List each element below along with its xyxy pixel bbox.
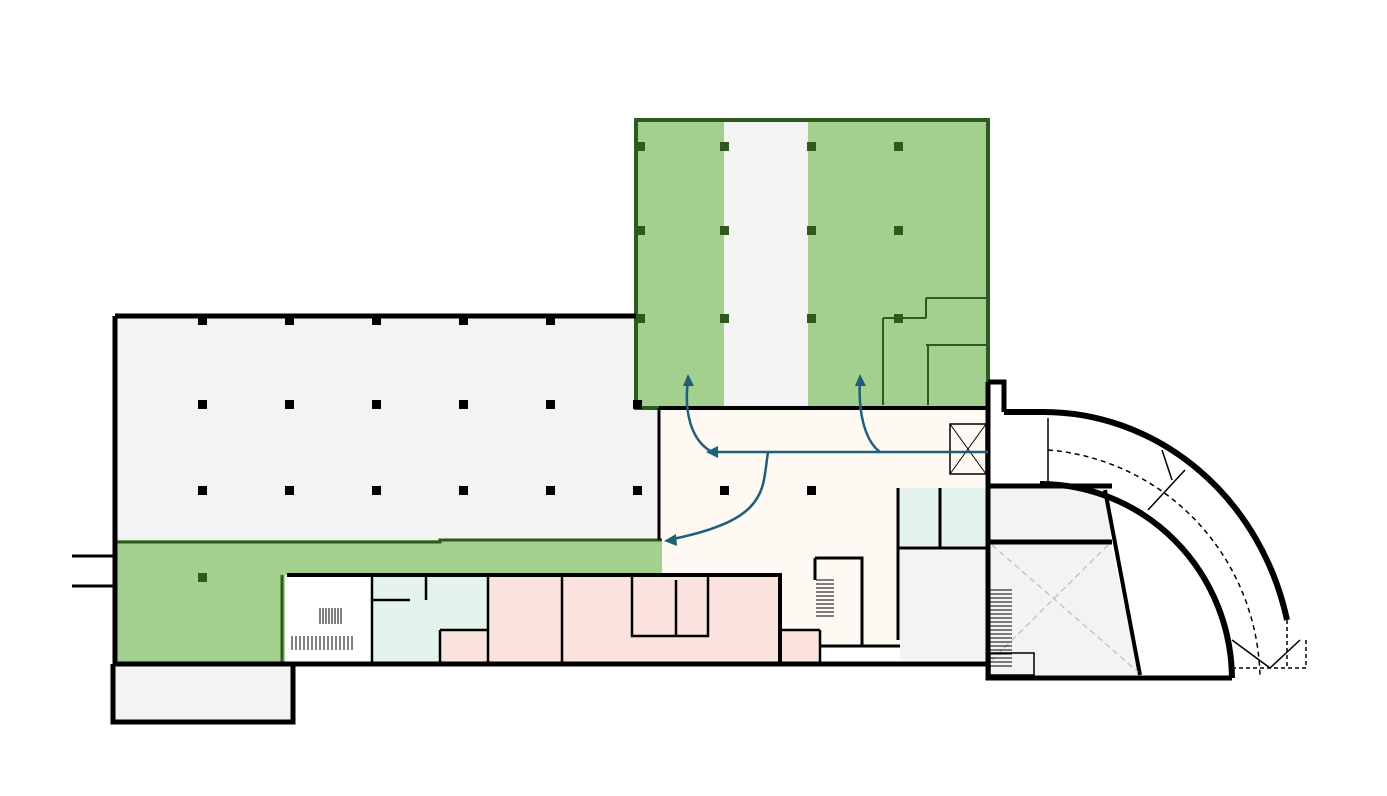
circulation-arrows bbox=[667, 379, 988, 542]
stairs bbox=[291, 579, 1012, 667]
column bbox=[546, 316, 555, 325]
arrow-to-north-east-hall bbox=[858, 379, 881, 453]
column bbox=[372, 316, 381, 325]
elevator-cross-icon bbox=[949, 423, 987, 475]
zones bbox=[115, 120, 1140, 720]
column bbox=[372, 400, 381, 409]
column bbox=[198, 573, 207, 582]
green-south-west-room bbox=[117, 570, 285, 662]
rotunda-hall bbox=[990, 542, 1140, 675]
column bbox=[459, 400, 468, 409]
rotunda-inner-arc bbox=[1039, 481, 1235, 679]
rotunda-mid-arc bbox=[1047, 449, 1261, 679]
pink-corner-room bbox=[780, 630, 820, 662]
small-box bbox=[989, 652, 1035, 676]
column bbox=[894, 314, 903, 323]
entry-stub bbox=[72, 554, 115, 588]
column bbox=[285, 400, 294, 409]
column bbox=[720, 314, 729, 323]
rotunda-dashed-closure bbox=[1232, 620, 1307, 669]
column bbox=[459, 486, 468, 495]
east-wall bbox=[985, 379, 1232, 681]
green-north-east-hall bbox=[808, 120, 988, 408]
column bbox=[633, 486, 642, 495]
column bbox=[285, 316, 294, 325]
elevator bbox=[949, 423, 987, 475]
column bbox=[807, 226, 816, 235]
column bbox=[633, 400, 642, 409]
outer-wall-west bbox=[112, 313, 988, 667]
rotunda-radials bbox=[1047, 418, 1301, 669]
annex-wall bbox=[110, 664, 296, 725]
green-north-west-hall bbox=[636, 120, 724, 408]
inner-room-walls bbox=[882, 297, 988, 405]
column bbox=[720, 142, 729, 151]
central-aisle bbox=[724, 122, 808, 408]
green-corridor bbox=[117, 540, 662, 575]
bottom-left-annex bbox=[115, 665, 293, 720]
column bbox=[198, 316, 207, 325]
walls bbox=[72, 313, 1307, 725]
column bbox=[372, 486, 381, 495]
column bbox=[720, 226, 729, 235]
column bbox=[720, 486, 729, 495]
mint-wc bbox=[898, 488, 986, 546]
arrow-to-north-west-hall bbox=[685, 379, 713, 454]
column bbox=[198, 400, 207, 409]
rotunda-entry bbox=[990, 486, 1110, 542]
column bbox=[198, 486, 207, 495]
column bbox=[636, 226, 645, 235]
arrowhead-south-west bbox=[664, 534, 677, 546]
east-room-walls bbox=[896, 488, 987, 640]
rotunda-partition bbox=[1103, 489, 1142, 676]
arrowhead-north-west bbox=[683, 374, 694, 386]
stair-core bbox=[813, 556, 900, 648]
arrowhead-north-east bbox=[855, 374, 866, 386]
arrow-to-corridor bbox=[667, 451, 770, 542]
column bbox=[894, 142, 903, 151]
column bbox=[285, 486, 294, 495]
arrowheads bbox=[664, 374, 866, 546]
column bbox=[636, 314, 645, 323]
left-hall bbox=[117, 318, 659, 540]
column bbox=[807, 486, 816, 495]
column bbox=[546, 486, 555, 495]
column bbox=[807, 314, 816, 323]
rotunda-outer-arc bbox=[1004, 408, 1290, 621]
void-cross bbox=[991, 544, 1139, 673]
corridor-wall bbox=[117, 538, 662, 544]
east-grey-room bbox=[900, 548, 987, 660]
arrowhead-west bbox=[706, 446, 718, 458]
columns bbox=[198, 142, 903, 582]
column bbox=[636, 142, 645, 151]
column bbox=[546, 400, 555, 409]
column bbox=[459, 316, 468, 325]
column bbox=[807, 142, 816, 151]
column bbox=[894, 226, 903, 235]
pink-small-room bbox=[440, 630, 488, 662]
service-north-wall bbox=[287, 573, 782, 662]
